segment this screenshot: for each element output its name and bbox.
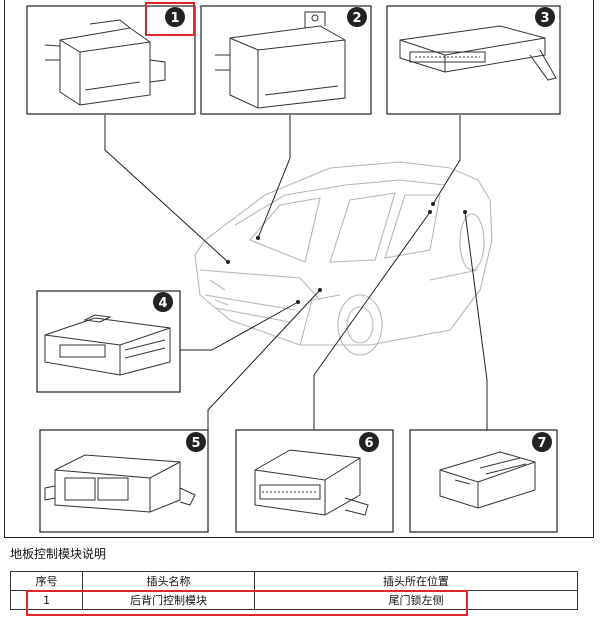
leader-lines: [104, 115, 488, 430]
badge-label-5: 5: [191, 436, 200, 451]
leader-endpoints: [226, 202, 467, 304]
badge-label-4: 4: [158, 296, 167, 311]
badge-label-1: 1: [170, 11, 179, 26]
module-box-3: [386, 5, 561, 115]
module-location-diagram: 1 2 3 4 5 6 7: [26, 5, 561, 533]
header-connector-name: 插头名称: [82, 571, 255, 591]
module-illustration-2: [215, 11, 346, 109]
badge-label-3: 3: [540, 11, 549, 26]
badge-label-2: 2: [352, 11, 361, 26]
cell-connector-name: 后背门控制模块: [82, 590, 255, 610]
module-illustration-5: [44, 454, 196, 513]
module-illustration-1: [44, 19, 166, 106]
module-box-7: [409, 429, 558, 533]
diagram-frame: [4, 0, 594, 538]
table-header-row: 序号 插头名称 插头所在位置: [10, 571, 578, 591]
table-row: 1 后背门控制模块 尾门锁左侧: [10, 590, 578, 610]
badge-label-7: 7: [537, 436, 546, 451]
car-illustration: [194, 161, 493, 356]
module-illustration-4: [44, 314, 171, 376]
number-badges: [153, 7, 555, 452]
module-illustration-6: [254, 449, 369, 516]
highlight-box-module-1: [145, 2, 195, 36]
module-box-2: [200, 5, 372, 115]
header-index: 序号: [10, 571, 83, 591]
header-connector-location: 插头所在位置: [254, 571, 578, 591]
badge-label-6: 6: [364, 436, 373, 451]
highlight-box-table-row: [26, 590, 468, 616]
module-illustration-3: [399, 25, 557, 81]
table-caption: 地板控制模块说明: [10, 547, 107, 561]
module-illustration-7: [439, 451, 536, 509]
